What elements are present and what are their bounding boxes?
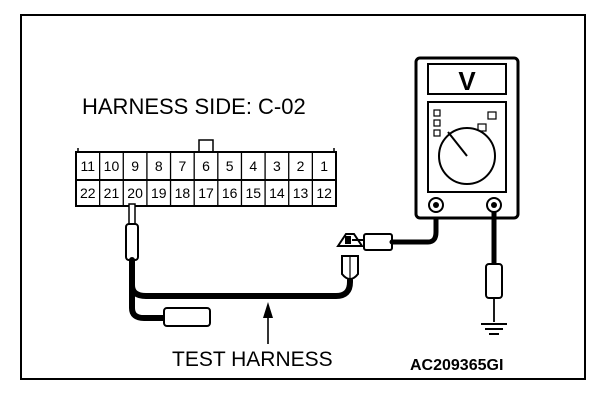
pin-19: 19 (151, 185, 167, 201)
pin-15: 15 (245, 185, 261, 201)
pin-6: 6 (202, 158, 210, 174)
connector-latch (198, 139, 214, 153)
voltmeter-unit: V (458, 66, 476, 96)
harness-open-plug (163, 307, 211, 327)
test-harness-cable (129, 205, 439, 327)
ground-lead (485, 212, 503, 322)
pin-21: 21 (104, 185, 120, 201)
pin-7: 7 (178, 158, 186, 174)
pin-9: 9 (131, 158, 139, 174)
pin-4: 4 (249, 158, 257, 174)
pin-1: 1 (320, 158, 328, 174)
pin-3: 3 (273, 158, 281, 174)
voltmeter-display (427, 63, 507, 95)
pin-8: 8 (155, 158, 163, 174)
figure-code: AC209365GI (410, 357, 503, 374)
meter-probe-positive (363, 233, 393, 251)
pin-2: 2 (297, 158, 305, 174)
pin-11: 11 (81, 158, 96, 174)
pin-14: 14 (269, 185, 285, 201)
pin-18: 18 (175, 185, 191, 201)
connector-label: HARNESS SIDE: C-02 (82, 94, 306, 119)
back-probe (125, 203, 139, 261)
pin-5: 5 (226, 158, 234, 174)
pin-17: 17 (198, 185, 214, 201)
pin-10: 10 (104, 158, 120, 174)
pin-22: 22 (80, 185, 96, 201)
pin-20: 20 (127, 185, 143, 201)
pin-16: 16 (222, 185, 238, 201)
pin-12: 12 (316, 185, 332, 201)
ground-icon (481, 323, 507, 335)
diagram-frame (20, 14, 586, 380)
test-harness-label: TEST HARNESS (172, 348, 333, 371)
voltmeter: V (414, 56, 520, 220)
pin-13: 13 (293, 185, 309, 201)
test-harness-arrow (263, 302, 273, 344)
meter-probe-negative (485, 263, 503, 299)
